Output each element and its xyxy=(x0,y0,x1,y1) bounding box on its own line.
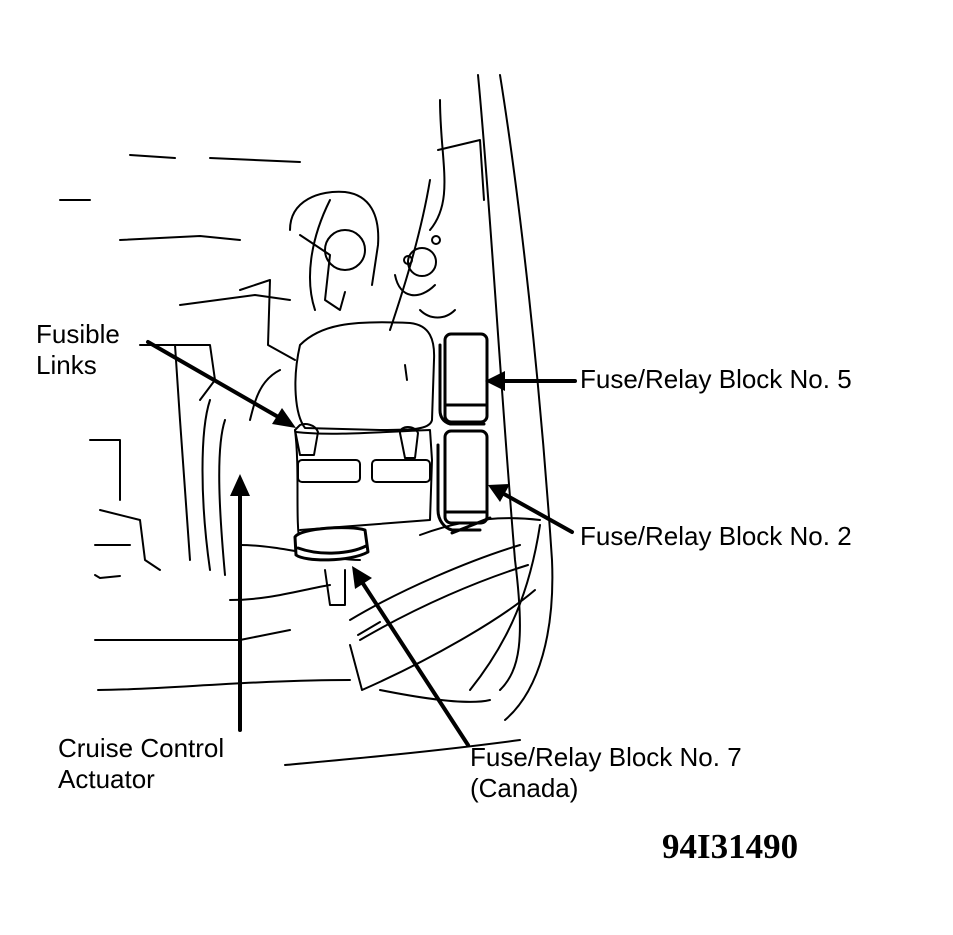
label-fuse-relay-block-2: Fuse/Relay Block No. 2 xyxy=(580,521,852,551)
leader-arrows xyxy=(146,340,577,747)
arrow-cruise-control-actuator xyxy=(230,474,250,732)
engine-upper xyxy=(59,99,456,361)
arrow-fusible-links xyxy=(146,340,296,428)
label-fuse-relay-block-7-line2: (Canada) xyxy=(470,773,579,803)
label-fuse-relay-block-7: Fuse/Relay Block No. 7 (Canada) xyxy=(470,742,742,804)
label-cruise-control-actuator: Cruise Control Actuator xyxy=(58,733,224,795)
engine-cover xyxy=(294,321,436,546)
label-fusible-links-line1: Fusible xyxy=(36,319,120,349)
arrow-fuse-relay-block-7 xyxy=(352,566,470,747)
arrow-fuse-relay-block-2 xyxy=(488,484,574,534)
fender-outline xyxy=(389,74,554,721)
label-cruise-control-line2: Actuator xyxy=(58,764,155,794)
fuse-relay-block-2-icon xyxy=(436,429,492,535)
label-fuse-relay-block-5: Fuse/Relay Block No. 5 xyxy=(580,364,852,394)
fuse-relay-block-7-icon xyxy=(293,526,370,562)
arrow-fuse-relay-block-5 xyxy=(485,371,577,391)
label-fuse-relay-block-7-line1: Fuse/Relay Block No. 7 xyxy=(470,742,742,772)
label-fusible-links-line2: Links xyxy=(36,350,97,380)
lower-front-structure xyxy=(229,517,541,766)
label-cruise-control-line1: Cruise Control xyxy=(58,733,225,763)
fuse-relay-block-5-icon xyxy=(438,332,489,426)
figure-id: 94I31490 xyxy=(662,827,799,866)
engine-left-structure xyxy=(89,344,351,691)
label-fusible-links: Fusible Links xyxy=(36,319,120,381)
